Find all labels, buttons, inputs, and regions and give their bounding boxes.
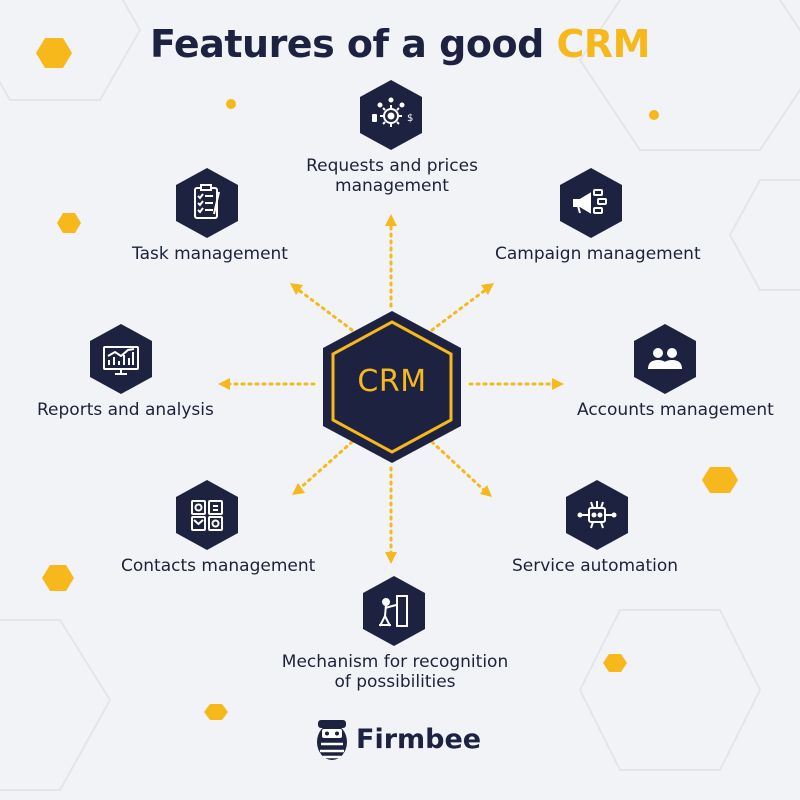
requests-node: $ xyxy=(358,78,424,152)
task-node xyxy=(174,166,240,240)
decor-hex xyxy=(204,704,228,720)
service-label: Service automation xyxy=(512,556,679,576)
decor-dot xyxy=(649,110,659,120)
arrowhead xyxy=(385,214,397,226)
arrowhead xyxy=(292,483,305,495)
service-node xyxy=(564,478,630,552)
mechanism-label: Mechanism for recognition of possibiliti… xyxy=(281,652,509,692)
center-label: CRM xyxy=(357,364,427,399)
person-door-icon xyxy=(379,595,408,627)
decor-hex xyxy=(36,38,72,68)
users-icon xyxy=(648,348,682,369)
contacts-label: Contacts management xyxy=(121,556,316,576)
firmbee-logo-icon xyxy=(317,720,347,760)
accounts-node xyxy=(632,322,698,396)
arrowhead xyxy=(481,283,494,295)
brand-name: Firmbee xyxy=(356,724,482,755)
decor-hex xyxy=(702,467,738,493)
title-accent: CRM xyxy=(556,22,651,66)
robot-chip-icon xyxy=(577,501,617,529)
mechanism-node xyxy=(361,574,427,648)
reports-label: Reports and analysis xyxy=(37,400,214,420)
arrowhead xyxy=(552,378,564,390)
decor-hex xyxy=(42,565,74,591)
decor-hex xyxy=(57,213,81,233)
reports-node xyxy=(88,322,154,396)
decor-dot xyxy=(226,99,236,109)
decor-hex xyxy=(603,654,627,672)
arrowhead xyxy=(218,378,230,390)
megaphone-icon xyxy=(573,189,607,214)
requests-label: Requests and prices management xyxy=(306,156,478,196)
monitor-chart-icon xyxy=(103,346,139,375)
arrowhead xyxy=(480,485,492,497)
contact-cards-icon xyxy=(191,500,223,531)
center-hexagon xyxy=(323,311,461,463)
contacts-node xyxy=(174,478,240,552)
arrowhead xyxy=(290,283,303,295)
campaign-node xyxy=(558,166,624,240)
campaign-label: Campaign management xyxy=(495,244,701,264)
clipboard-checklist-icon xyxy=(194,184,220,219)
gear-dollar-icon xyxy=(377,97,405,127)
arrowhead xyxy=(385,552,397,564)
page-title: Features of a good CRM xyxy=(150,22,651,66)
svg-text:$: $ xyxy=(407,113,413,124)
accounts-label: Accounts management xyxy=(577,400,774,420)
task-label: Task management xyxy=(132,244,288,264)
